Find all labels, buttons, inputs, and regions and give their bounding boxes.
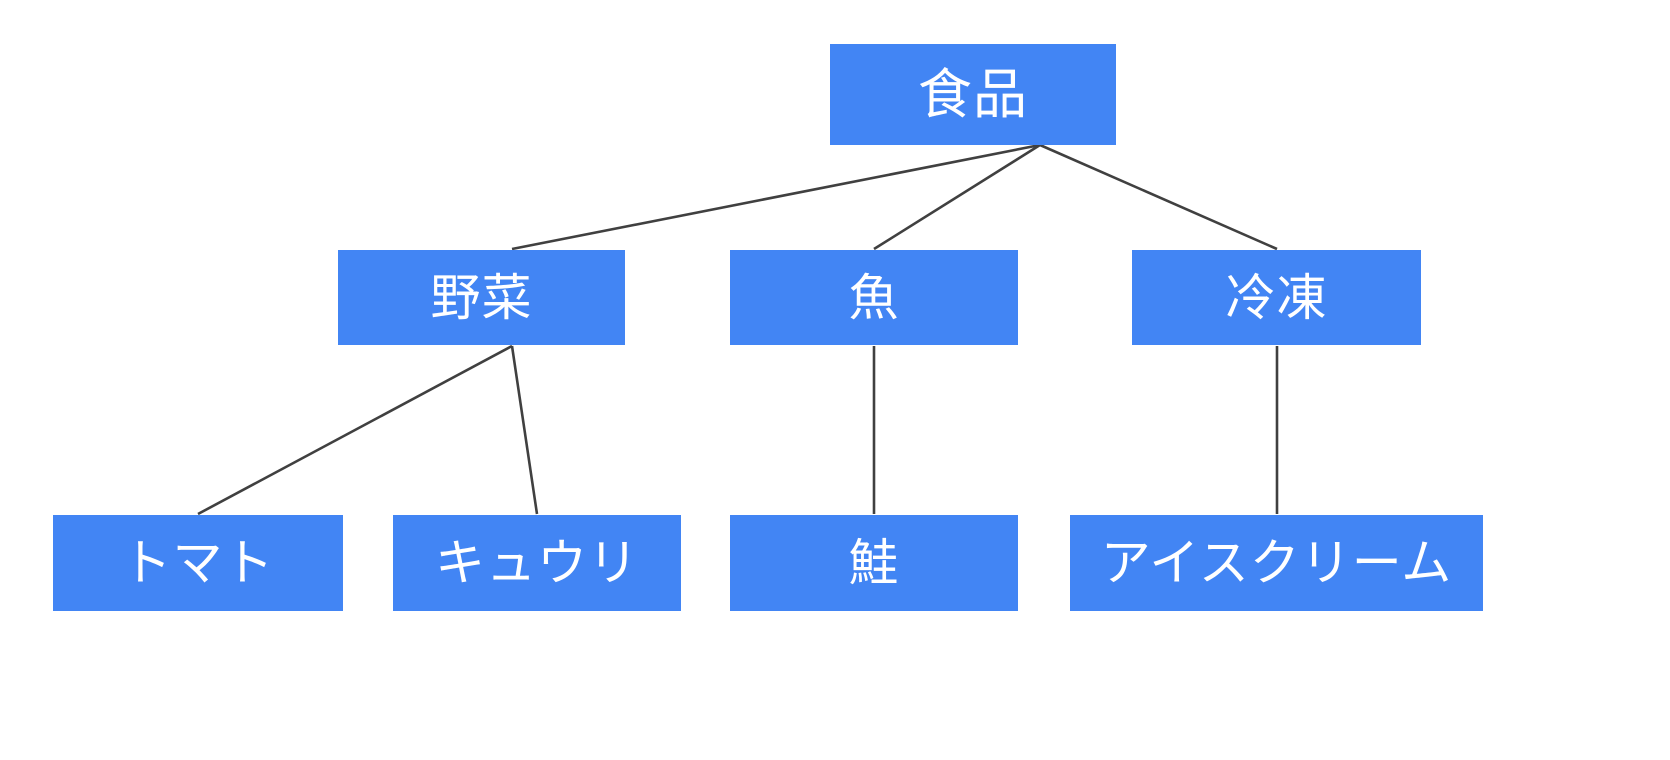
tree-node-label: 鮭 [848, 535, 900, 591]
tree-node-food[interactable]: 食品 [830, 44, 1116, 145]
tree-node-cucumber[interactable]: キュウリ [393, 515, 681, 611]
edge-vegetables-to-tomato [197, 344, 513, 516]
tree-node-icecream[interactable]: アイスクリーム [1070, 515, 1483, 611]
tree-node-vegetables[interactable]: 野菜 [338, 250, 625, 345]
tree-node-frozen[interactable]: 冷凍 [1132, 250, 1421, 345]
tree-node-label: 野菜 [430, 269, 533, 326]
edge-root-to-fish [873, 143, 1041, 251]
tree-node-label: 食品 [917, 64, 1029, 125]
tree-node-label: トマト [121, 535, 275, 591]
tree-node-label: アイスクリーム [1100, 535, 1453, 591]
tree-node-label: 冷凍 [1225, 269, 1328, 326]
tree-node-fish[interactable]: 魚 [730, 250, 1018, 345]
tree-node-salmon[interactable]: 鮭 [730, 515, 1018, 611]
edge-root-to-vegetables [511, 143, 1041, 251]
edge-root-to-frozen [1039, 143, 1278, 251]
edge-vegetables-to-cucumber [510, 345, 539, 515]
tree-node-label: キュウリ [435, 535, 639, 591]
tree-node-tomato[interactable]: トマト [53, 515, 343, 611]
tree-node-label: 魚 [848, 269, 900, 326]
